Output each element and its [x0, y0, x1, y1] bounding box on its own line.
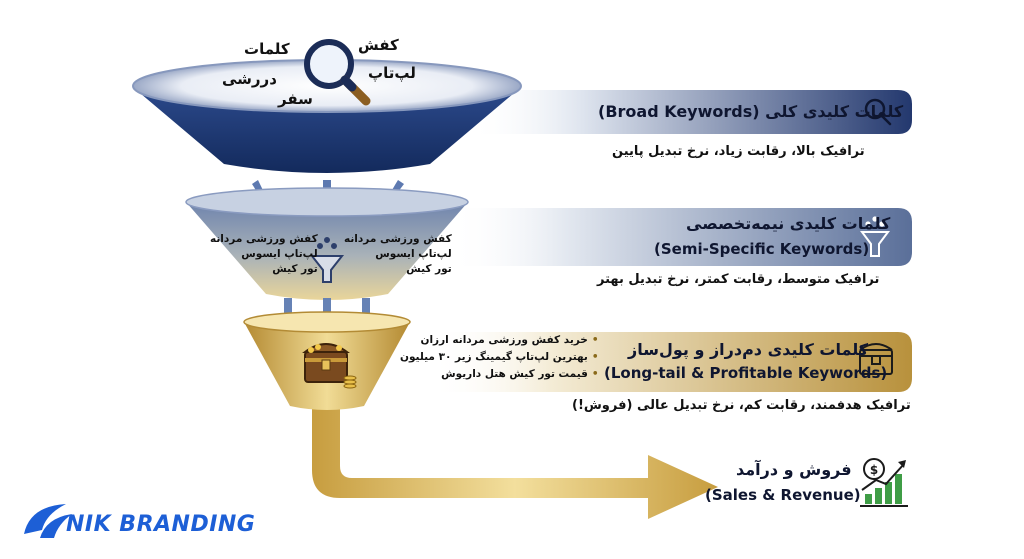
svg-text:$: $ [870, 463, 878, 477]
magnifier-icon-large [304, 39, 371, 106]
keyword-words: کلمات [244, 40, 290, 58]
band-long [430, 332, 912, 392]
nik-branding-logo-mark [24, 504, 72, 538]
keyword-laptop: لپ‌تاپ [368, 64, 416, 82]
list-item: •خرید کفش ورزشی مردانه ارزان [420, 334, 599, 346]
band-semi [450, 208, 912, 266]
stage-long-description: ترافیک هدفمند، رقابت کم، نرخ تبدیل عالی … [572, 398, 911, 413]
mid-keywords-right: کفش ورزشی مردانه لپ‌تاپ ایسوس تور کیش [344, 233, 452, 275]
keyword-travel: سفر [278, 90, 313, 108]
treasure-chest-large [302, 343, 357, 389]
stage-broad-title: کلمات کلیدی کلی (Broad Keywords) [598, 102, 904, 121]
keyword-dorshi: دررشی [222, 70, 277, 88]
magnifier-icon [864, 98, 892, 126]
funnel-icon-small [309, 237, 345, 283]
list-item: •بهترین لپ‌تاپ گیمینگ زیر ۳۰ میلیون [400, 351, 599, 363]
list-item: •قیمت تور کیش هتل داریوش [441, 368, 599, 380]
brand-name: NIK BRANDING [66, 512, 256, 537]
stage-semi-subtitle: (Semi-Specific Keywords) [654, 240, 870, 258]
stage-semi-description: ترافیک متوسط، رقابت کمتر، نرخ تبدیل بهتر [597, 272, 880, 287]
funnel-icon [860, 216, 890, 257]
funnel-mid [186, 202, 468, 300]
stage-long-title: کلمات کلیدی دم‌دراز و پول‌ساز [628, 340, 869, 359]
revenue-arrow [312, 395, 718, 519]
outcome-subtitle: (Sales & Revenue) [705, 486, 861, 504]
revenue-chart-icon: $ [860, 458, 908, 507]
treasure-chest-icon [859, 343, 893, 375]
outcome-title: فروش و درآمد [736, 460, 852, 479]
stage-semi-title: کلمات کلیدی نیمه‌تخصصی [686, 214, 891, 233]
stage-long-subtitle: (Long-tail & Profitable Keywords) [604, 364, 888, 382]
mid-keywords-left: کفش ورزشی مردانه لپ‌تاپ ایسوس تور کیش [210, 233, 318, 275]
stage-broad-description: ترافیک بالا، رقابت زیاد، نرخ تبدیل پایین [612, 144, 865, 159]
long-keywords-list: •خرید کفش ورزشی مردانه ارزان •بهترین لپ‌… [400, 332, 599, 383]
band-broad [470, 90, 912, 134]
keyword-shoe: کفش [358, 36, 399, 54]
